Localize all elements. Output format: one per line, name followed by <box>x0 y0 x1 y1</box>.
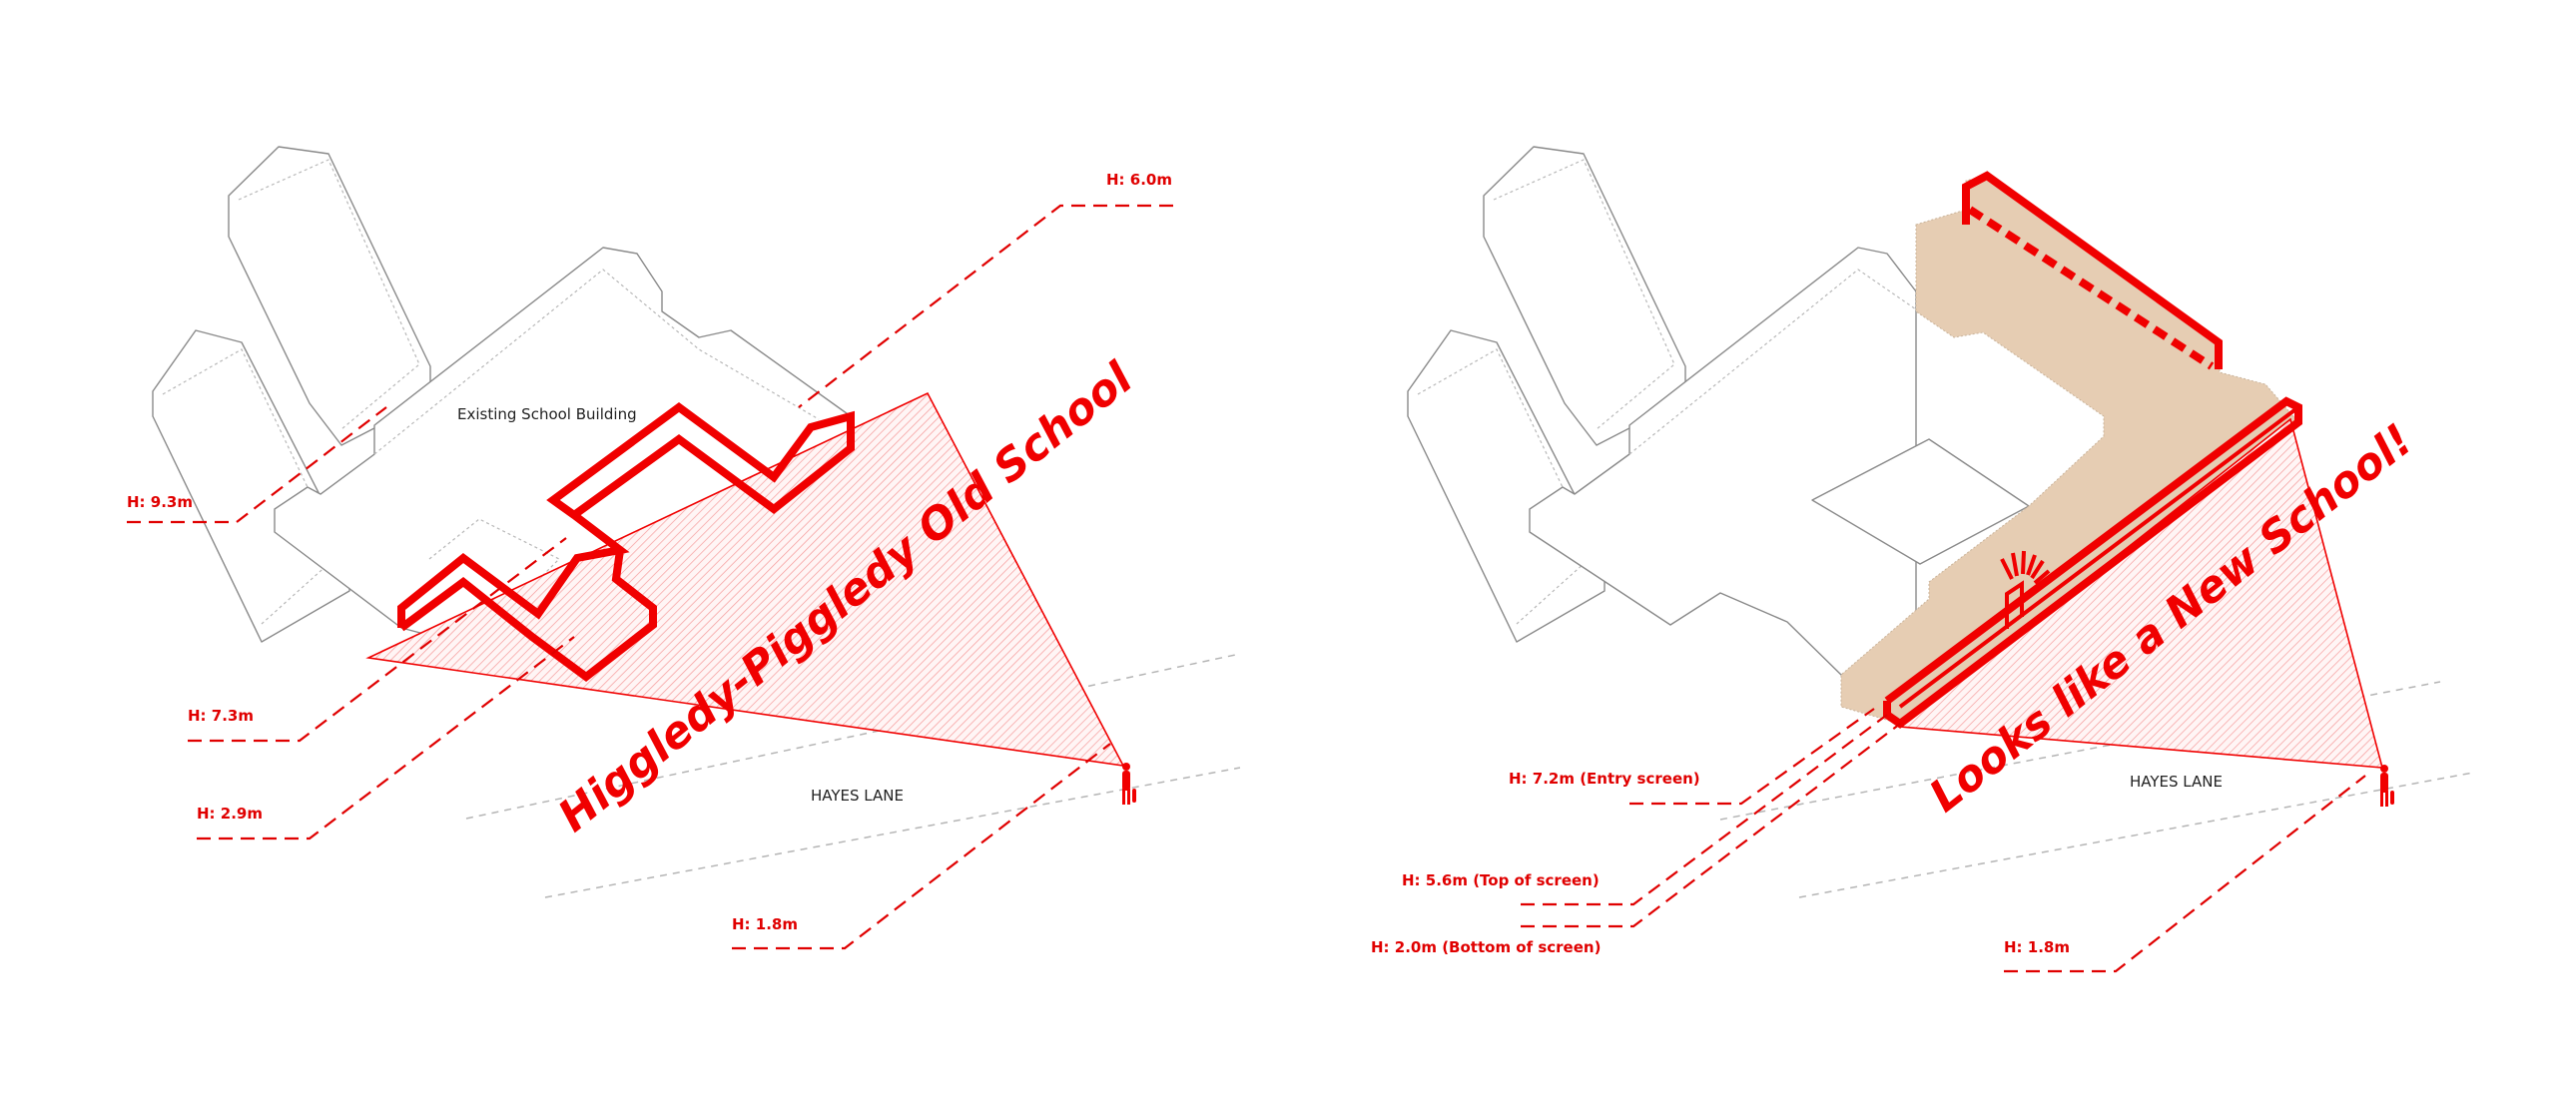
height-label: H: 7.3m <box>188 707 254 725</box>
height-label: H: 9.3m <box>127 493 193 511</box>
height-leader <box>127 406 387 524</box>
person-icon <box>1122 763 1136 805</box>
height-label: H: 5.6m (Top of screen) <box>1402 871 1600 889</box>
sightline-triangle <box>365 391 1125 768</box>
new-screen-area <box>1840 175 2299 725</box>
height-label: H: 2.9m <box>197 805 263 823</box>
upper-screen-outline <box>1962 171 2223 369</box>
height-label: H: 6.0m <box>1106 171 1172 189</box>
road-label: HAYES LANE <box>811 787 904 805</box>
height-leader <box>1521 723 1901 928</box>
height-leader <box>732 743 1111 950</box>
road-label: HAYES LANE <box>2130 773 2223 791</box>
height-leader <box>1521 714 1888 906</box>
left-panel: Existing School Building HAYES LANE H: 6… <box>127 146 1241 950</box>
height-leader <box>1629 708 1875 806</box>
entry-sunburst-icon <box>2000 550 2051 585</box>
height-label: H: 7.2m (Entry screen) <box>1509 770 1700 788</box>
height-leader <box>2004 775 2366 973</box>
height-leader <box>798 204 1173 408</box>
height-leader <box>188 537 567 743</box>
upper-screen-dashed <box>1967 206 2215 370</box>
height-label: H: 2.0m (Bottom of screen) <box>1371 938 1601 956</box>
old-school-outline <box>397 402 855 628</box>
road-edge-line <box>1798 772 2474 898</box>
height-label: H: 1.8m <box>732 915 798 933</box>
height-label: H: 1.8m <box>2004 938 2070 956</box>
existing-building-label: Existing School Building <box>457 405 637 423</box>
height-leader <box>197 636 575 840</box>
road-edge-line <box>465 653 1241 820</box>
person-icon <box>2380 765 2394 807</box>
right-panel: HAYES LANE H: 7.2m (Entry screen) H: 5.6… <box>1371 146 2474 973</box>
